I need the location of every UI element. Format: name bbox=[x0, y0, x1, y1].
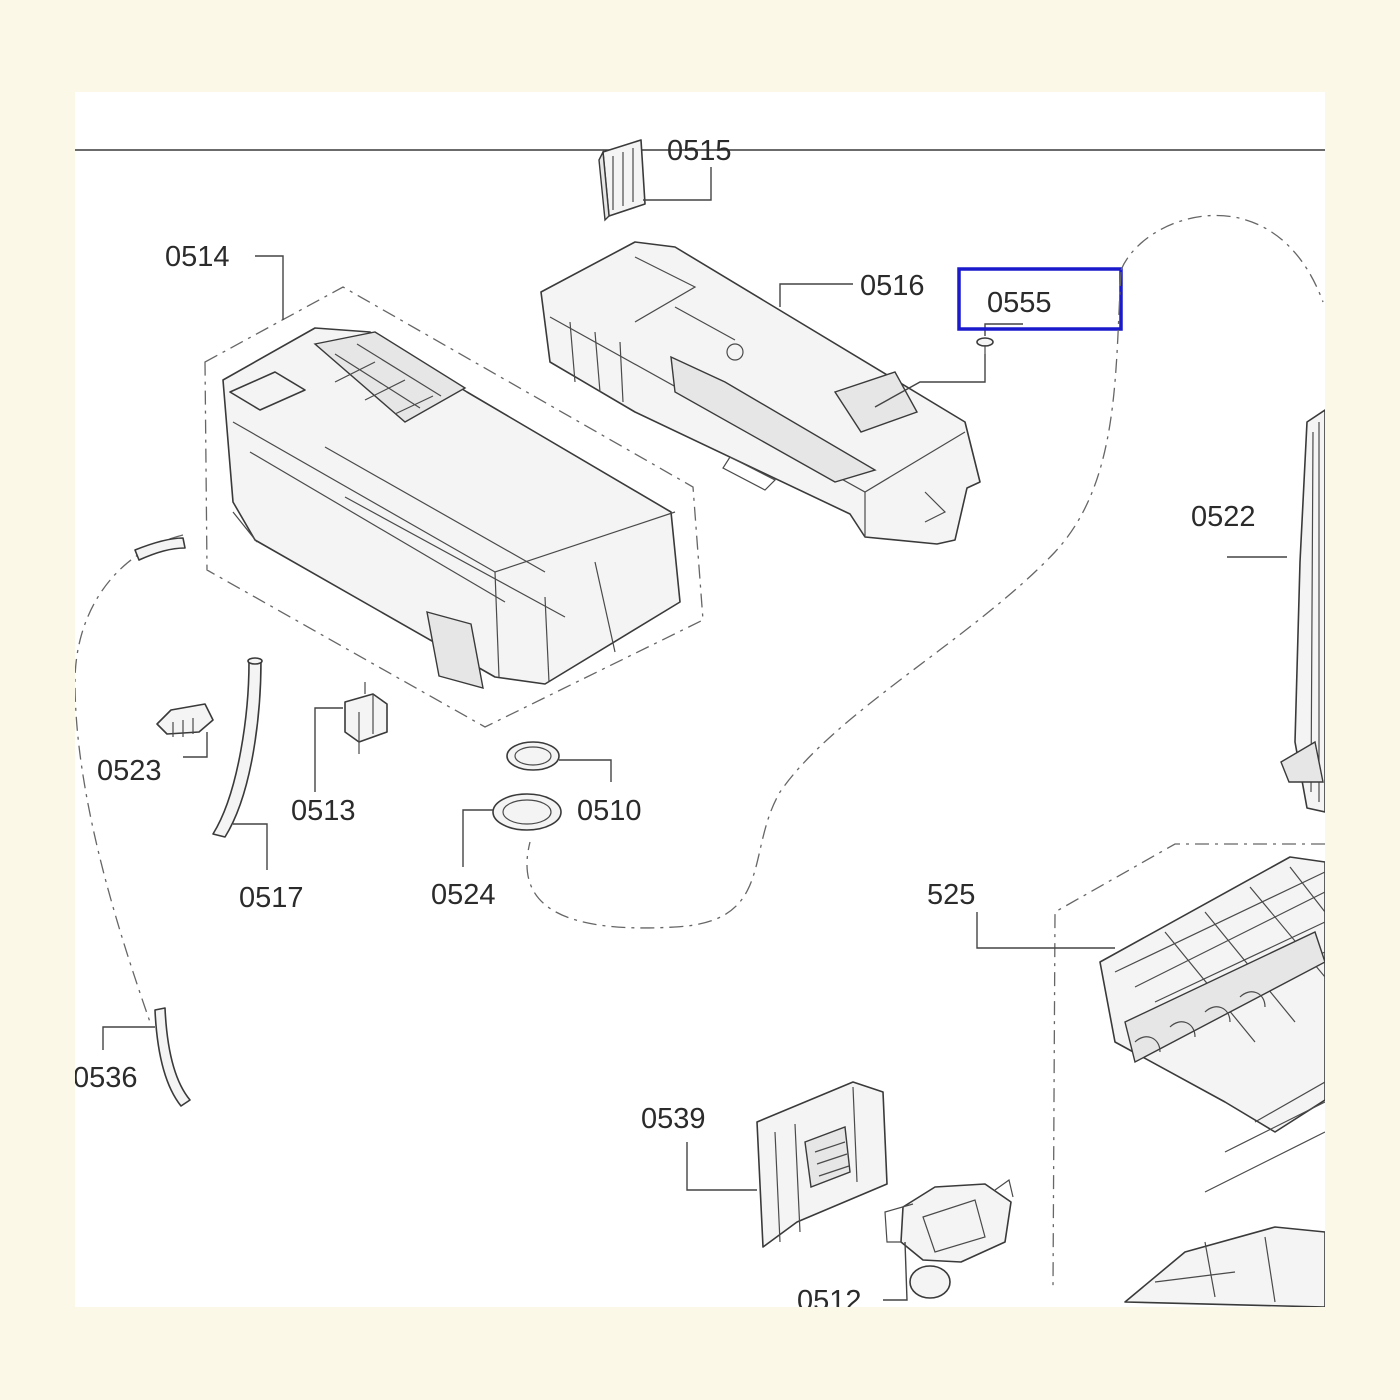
part-0523-drawing[interactable] bbox=[156, 703, 214, 737]
part-hose-end-drawing bbox=[134, 537, 186, 561]
part-label-0513: 0513 bbox=[291, 795, 356, 827]
part-0510-drawing[interactable] bbox=[506, 741, 560, 771]
part-0522-drawing[interactable] bbox=[1280, 409, 1325, 813]
part-label-0536: 525 bbox=[927, 879, 975, 911]
part-label-0523: 0523 bbox=[97, 755, 162, 787]
leader-0523 bbox=[183, 732, 208, 758]
part-label-0539: 0539 bbox=[641, 1103, 706, 1135]
highlight-box-0555[interactable] bbox=[957, 267, 1123, 331]
part-0517-drawing[interactable] bbox=[212, 657, 263, 838]
part-label-0510: 0510 bbox=[577, 795, 642, 827]
leader-0513 bbox=[314, 707, 343, 792]
leader-0515 bbox=[643, 167, 712, 201]
part-label-0525: 0536 bbox=[75, 1062, 138, 1094]
part-0514-drawing[interactable] bbox=[222, 327, 681, 689]
leader-0525 bbox=[102, 1026, 155, 1050]
part-0512-drawing[interactable] bbox=[884, 1178, 1014, 1299]
group-outline-0514 bbox=[204, 286, 704, 728]
leader-0516 bbox=[779, 283, 853, 307]
part-label-0517: 0517 bbox=[239, 882, 304, 914]
leader-0510 bbox=[559, 759, 612, 782]
group-outline-hose bbox=[75, 534, 184, 1023]
leader-0524 bbox=[462, 809, 493, 867]
diagram-frame: 0515 0514 0516 0555 bbox=[75, 92, 1325, 1307]
part-0516-drawing[interactable] bbox=[540, 241, 981, 545]
leader-0512 bbox=[883, 1241, 908, 1301]
part-0525-drawing[interactable] bbox=[154, 1007, 191, 1107]
part-0515-drawing[interactable] bbox=[598, 139, 646, 222]
part-label-0555: 0555 bbox=[987, 287, 1052, 319]
leader-0517 bbox=[233, 823, 268, 870]
group-outline-main bbox=[526, 214, 1324, 929]
part-label-0522: 0522 bbox=[1191, 501, 1256, 533]
part-label-0515: 0515 bbox=[667, 135, 732, 167]
part-label-0516: 0516 bbox=[860, 270, 925, 302]
parts-diagram: 0515 0514 0516 0555 bbox=[75, 135, 1325, 1307]
part-0539-drawing[interactable] bbox=[756, 1081, 888, 1248]
part-0524-drawing[interactable] bbox=[492, 793, 562, 831]
part-0536-drawing[interactable] bbox=[1099, 856, 1325, 1307]
group-outline-0536 bbox=[1052, 843, 1325, 1288]
part-label-0514: 0514 bbox=[165, 241, 230, 273]
part-0555-drawing[interactable] bbox=[976, 337, 994, 354]
leader-0555-box bbox=[984, 323, 1023, 336]
part-0513-drawing[interactable] bbox=[344, 682, 388, 754]
leader-0539 bbox=[686, 1142, 757, 1191]
leader-0555 bbox=[874, 354, 986, 408]
part-label-0524: 0524 bbox=[431, 879, 496, 911]
part-label-0512: 0512 bbox=[797, 1285, 862, 1307]
leader-0514 bbox=[255, 255, 284, 320]
leader-0536 bbox=[976, 912, 1115, 949]
